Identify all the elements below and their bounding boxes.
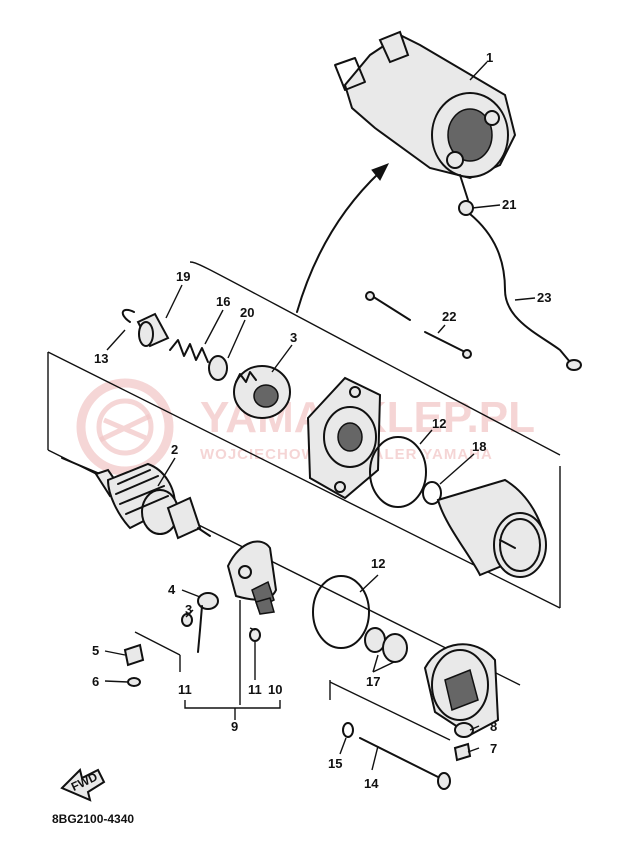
callout-3-lower: 3 [185,602,192,617]
gasket [342,722,354,738]
callout-12-upper: 12 [432,416,446,431]
callout-11-left: 11 [178,682,192,697]
rear-cover [423,643,500,737]
terminal-nut [453,742,472,762]
o-ring-terminal [454,722,474,738]
through-bolts [365,291,472,359]
callout-21: 21 [502,197,516,212]
callout-4: 4 [168,582,176,597]
callout-1: 1 [486,50,493,65]
fwd-arrow: FWD [60,768,106,802]
o-ring-upper [369,436,427,508]
o-ring-lower [312,575,370,649]
callout-5: 5 [92,643,99,658]
long-bolt [359,737,451,790]
yoke [436,478,547,578]
small-bolt-right [249,628,261,642]
armature [61,457,211,540]
pinion-clutch [233,365,291,419]
callout-18: 18 [472,439,486,454]
callout-8: 8 [490,719,497,734]
callout-19: 19 [176,269,190,284]
callout-23: 23 [537,290,551,305]
callout-2: 2 [171,442,178,457]
circlip [121,308,135,323]
callouts: 1 21 23 22 19 16 20 3 13 2 12 18 4 3 5 6… [92,50,551,791]
lower-frame [329,680,451,741]
callout-12-lower: 12 [371,556,385,571]
spring [169,339,209,363]
lead-wire [458,200,582,371]
callout-20: 20 [240,305,254,320]
collar [136,312,170,348]
front-bracket [306,376,382,500]
nut [123,643,145,667]
watermark-logo [76,378,174,476]
callout-14: 14 [364,776,379,791]
callout-17: 17 [366,674,380,689]
brush-holder [197,592,219,653]
plain-washer [127,677,141,687]
assembly-arrow [296,163,390,313]
callout-15: 15 [328,756,342,771]
brush-plate [226,540,278,615]
callout-9: 9 [231,719,238,734]
callout-3: 3 [290,330,297,345]
callout-10: 10 [268,682,282,697]
small-bolt-left [181,613,193,627]
callout-6: 6 [92,674,99,689]
diagram-code: 8BG2100-4340 [52,812,134,826]
callout-16: 16 [216,294,230,309]
callout-22: 22 [442,309,456,324]
shim-washer-b [382,633,408,663]
leader-lines [104,61,536,771]
o-ring-small [422,481,442,505]
washer [208,355,228,381]
callout-13: 13 [94,351,108,366]
shim-washer-a [364,627,386,653]
group-lines [134,631,281,720]
callout-7: 7 [490,741,497,756]
starter-motor-assembly [334,30,517,201]
callout-11-right: 11 [248,682,262,697]
